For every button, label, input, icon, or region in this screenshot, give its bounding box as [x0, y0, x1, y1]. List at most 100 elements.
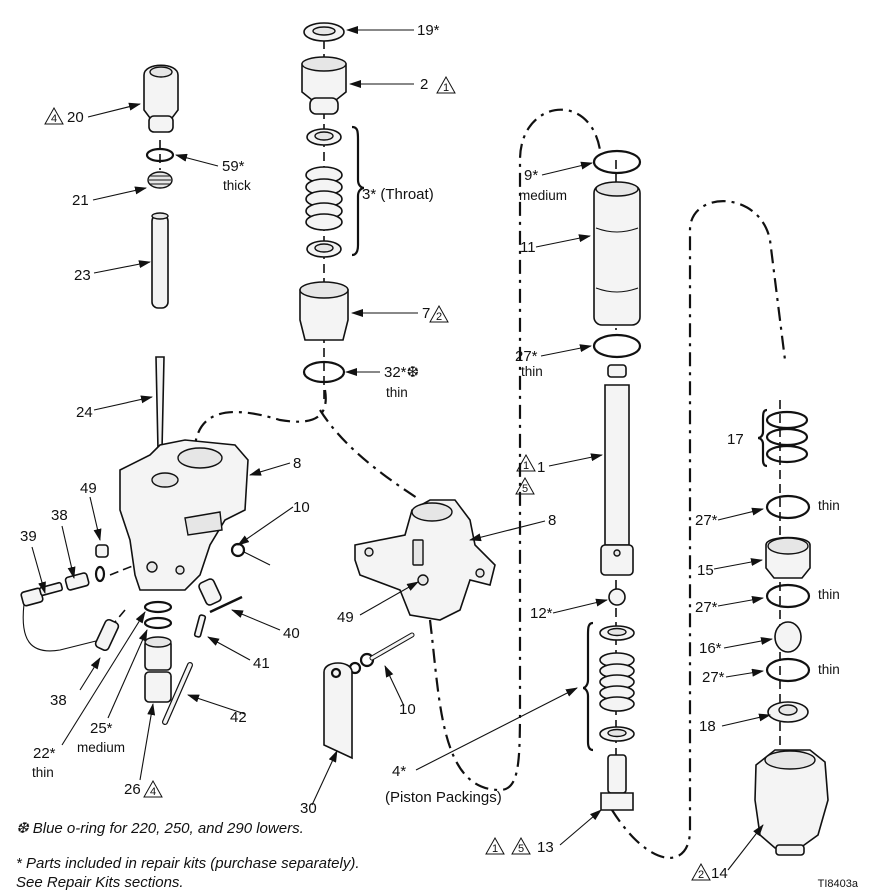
part-16-ball — [774, 621, 802, 653]
label-14: 14 — [711, 865, 728, 882]
label-32: 32*❆ — [384, 364, 419, 381]
part-18-retainer — [767, 701, 809, 723]
part-14-foot-valve-housing — [754, 749, 829, 856]
svg-text:5: 5 — [518, 843, 524, 855]
label-27-c-size: thin — [818, 587, 840, 602]
part-27-oring-b — [765, 494, 811, 520]
label-19: 19* — [417, 22, 440, 39]
part-38-adapter-top — [64, 565, 106, 591]
label-27-upper: 27* — [515, 348, 538, 365]
label-38-bottom: 38 — [50, 692, 67, 709]
label-9: 9* — [524, 167, 538, 184]
label-49-center: 49 — [337, 609, 354, 626]
part-24-tube — [155, 356, 165, 451]
part-26-valve — [144, 636, 172, 703]
flag-triangle-icon: 5 — [515, 476, 535, 495]
label-40: 40 — [283, 625, 300, 642]
flag-triangle-icon: 1 — [485, 836, 505, 855]
svg-text:4: 4 — [150, 786, 156, 798]
part-32-oring — [302, 360, 346, 384]
figure-reference: TI8403a — [817, 878, 858, 890]
part-27-oring-c — [765, 583, 811, 609]
label-23: 23 — [74, 267, 91, 284]
part-10-pin-left — [230, 542, 271, 566]
part-11-cylinder — [593, 181, 641, 326]
label-2: 2 — [420, 76, 428, 93]
part-23-rod — [151, 212, 169, 309]
part-10-pin-center — [348, 632, 415, 675]
part-39-cap-fitting — [20, 581, 101, 652]
center-axis-lines — [99, 40, 781, 800]
label-9-size: medium — [519, 188, 567, 203]
label-4: 4* — [392, 763, 406, 780]
part-3-throat-packings — [305, 128, 343, 258]
label-11: 11 — [520, 239, 536, 256]
flag-triangle-icon: 1 — [516, 453, 536, 472]
svg-text:1: 1 — [443, 82, 449, 94]
part-22-25-orings — [143, 600, 173, 630]
label-20: 20 — [67, 109, 84, 126]
label-25-size: medium — [77, 740, 125, 755]
part-41-fitting — [193, 614, 207, 638]
label-59-size: thick — [223, 178, 251, 193]
note-repair-kits-sections: See Repair Kits sections. — [16, 874, 184, 891]
label-16: 16* — [699, 640, 722, 657]
label-10-center: 10 — [399, 701, 416, 718]
label-27-upper-size: thin — [521, 364, 543, 379]
packing-set-brace — [757, 408, 768, 468]
label-18: 18 — [699, 718, 716, 735]
note-blue-oring: ❆ Blue o-ring for 220, 250, and 290 lowe… — [16, 820, 304, 837]
part-20-plug — [143, 64, 179, 133]
label-27-d: 27* — [702, 669, 725, 686]
part-27-oring-upper — [592, 333, 642, 359]
throat-brace — [351, 125, 365, 257]
label-22: 22* — [33, 745, 56, 762]
label-10-left: 10 — [293, 499, 310, 516]
label-38-top: 38 — [51, 507, 68, 524]
flag-triangle-icon: 4 — [44, 106, 64, 125]
label-30: 30 — [300, 800, 317, 817]
label-17: 17 — [727, 431, 744, 448]
part-7-cylinder-nut — [299, 281, 349, 341]
svg-text:5: 5 — [522, 483, 528, 495]
label-27-c: 27* — [695, 599, 718, 616]
part-17-packing-set — [765, 410, 809, 464]
part-21-spring — [147, 171, 173, 189]
part-2-packing-nut — [301, 56, 347, 115]
label-21: 21 — [72, 192, 89, 209]
label-22-size: thin — [32, 765, 54, 780]
part-49-plug-left — [95, 544, 109, 558]
label-7: 7 — [422, 305, 430, 322]
part-59-oring — [145, 147, 175, 163]
part-8-manifold-housing — [119, 439, 249, 591]
part-9-oring — [592, 149, 642, 175]
leader-lines — [31, 26, 773, 871]
flag-triangle-icon: 2 — [691, 862, 711, 881]
part-13-piston-valve — [600, 754, 634, 811]
part-8-outlet-housing — [354, 499, 496, 621]
part-30-tag — [323, 662, 353, 760]
label-26: 26 — [124, 781, 141, 798]
label-8-left: 8 — [293, 455, 301, 472]
label-3: 3* (Throat) — [362, 186, 434, 203]
part-40-drain-valve — [198, 578, 243, 614]
label-4-desc: (Piston Packings) — [385, 789, 502, 806]
svg-text:1: 1 — [492, 843, 498, 855]
svg-text:2: 2 — [698, 869, 704, 881]
flag-triangle-icon: 2 — [429, 304, 449, 323]
label-27-d-size: thin — [818, 662, 840, 677]
part-19-throat-seal — [303, 22, 345, 42]
part-1-displacement-rod — [600, 364, 634, 576]
label-39: 39 — [20, 528, 37, 545]
label-49-left: 49 — [80, 480, 97, 497]
label-8-center: 8 — [548, 512, 556, 529]
part-4-piston-packings — [599, 625, 635, 742]
flag-triangle-icon: 1 — [436, 75, 456, 94]
label-13: 13 — [537, 839, 554, 856]
label-24: 24 — [76, 404, 93, 421]
label-59: 59* — [222, 158, 245, 175]
callout-labels: 19* 2 1 3* (Throat) 7 2 32*❆ thin 4 20 5… — [20, 22, 840, 882]
label-32-size: thin — [386, 385, 408, 400]
label-41: 41 — [253, 655, 270, 672]
